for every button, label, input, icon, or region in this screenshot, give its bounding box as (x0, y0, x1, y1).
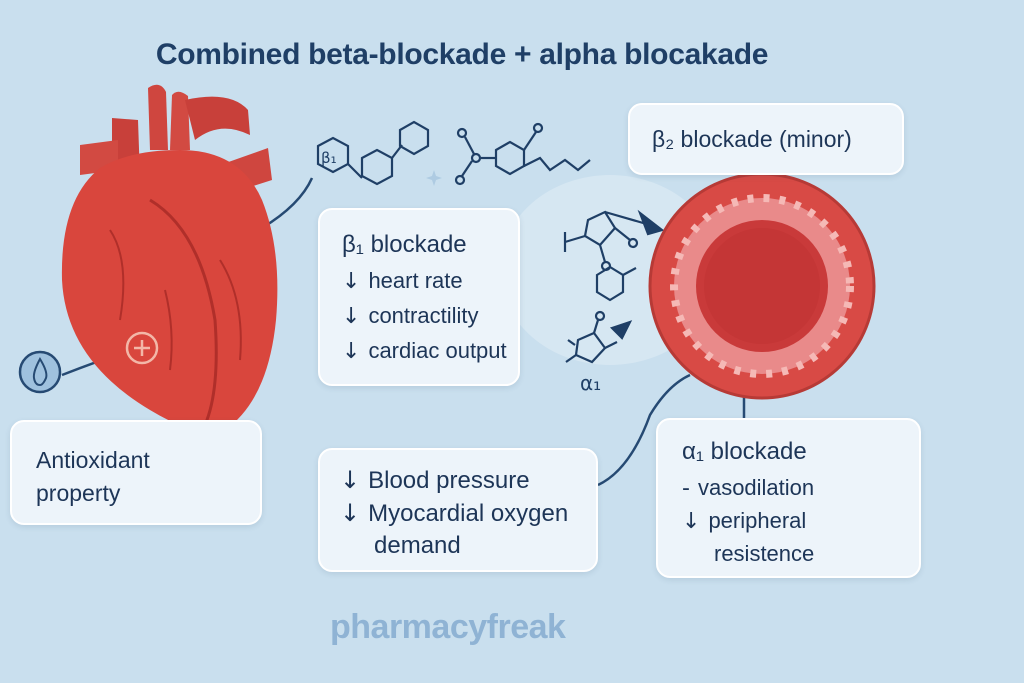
molecule-icon (316, 120, 430, 186)
down-arrow-icon: ↓ (340, 466, 361, 494)
droplet-icon (18, 350, 62, 394)
blood-pressure-card: ↓Blood pressure ↓Myocardial oxygen deman… (318, 448, 598, 572)
sparkle (426, 170, 442, 186)
dash-icon: - (682, 476, 690, 501)
down-arrow-icon: ↓ (342, 304, 361, 329)
alpha1-blockade-card: α₁ blockade -vasodilation ↓peripheral re… (656, 418, 921, 578)
molecule-icon (454, 122, 591, 186)
beta1-effect-heart-rate: ↓heart rate (342, 268, 463, 294)
bp-line1: ↓Blood pressure (340, 466, 530, 494)
bp-line3: demand (374, 532, 461, 559)
molecule-icon (565, 310, 633, 364)
down-arrow-icon: ↓ (340, 499, 361, 527)
watermark: pharmacyfreak (330, 608, 566, 646)
antioxidant-line2: property (36, 480, 121, 506)
plus-icon (125, 331, 159, 365)
beta1-molecule-label: β₁ (321, 149, 337, 167)
antioxidant-line1: Antioxidant (36, 447, 150, 473)
molecule-icon (563, 209, 665, 272)
alpha1-effect-resistence: resistence (714, 541, 815, 566)
beta1-blockade-card: β₁ blockade ↓heart rate ↓contractility ↓… (318, 208, 520, 386)
alpha1-effect-vasodilation: -vasodilation (682, 475, 815, 501)
connector-vessel-to-bp (597, 373, 691, 487)
page-title: Combined beta-blockade + alpha blocakade (155, 38, 769, 71)
beta1-effect-cardiac-output: ↓cardiac output (342, 338, 507, 364)
bp-line2: ↓Myocardial oxygen (340, 499, 569, 527)
heart-icon (61, 84, 278, 433)
blood-vessel-icon (648, 172, 876, 400)
antioxidant-card: Antioxidant property (10, 420, 262, 525)
beta1-heading: β₁ blockade (342, 231, 467, 258)
molecule-icon (595, 265, 637, 302)
down-arrow-icon: ↓ (682, 509, 701, 534)
down-arrow-icon: ↓ (342, 269, 361, 294)
beta2-blockade-card: β₂ blockade (minor) (628, 103, 904, 175)
beta2-label: β₂ blockade (minor) (652, 126, 852, 152)
down-arrow-icon: ↓ (342, 339, 361, 364)
alpha1-molecule-label: α₁ (580, 371, 601, 395)
alpha1-heading: α₁ blockade (682, 438, 807, 465)
beta1-effect-contractility: ↓contractility (342, 303, 479, 329)
alpha1-effect-peripheral: ↓peripheral (682, 508, 807, 534)
connector-heart-to-beta1 (261, 177, 314, 230)
